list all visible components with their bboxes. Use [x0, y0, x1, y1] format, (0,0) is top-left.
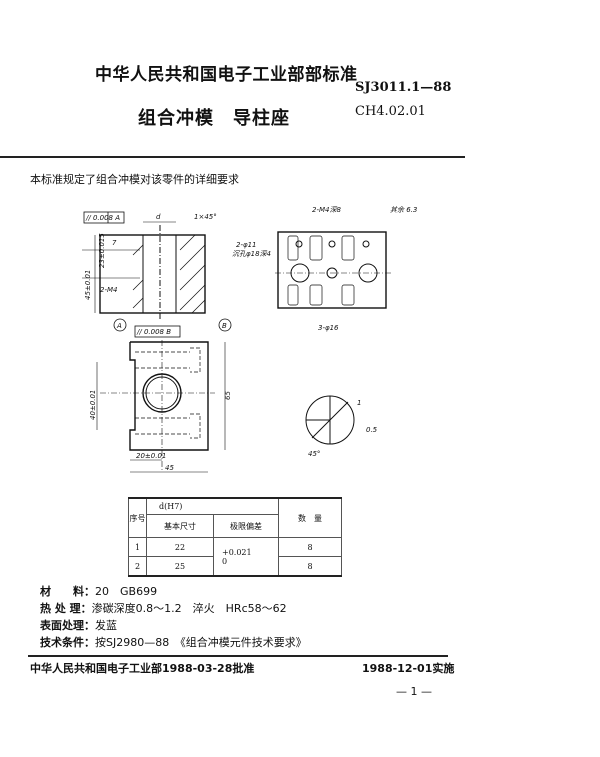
spec-value: 发蓝	[95, 619, 117, 632]
tolerance-upper: +0.021	[222, 547, 252, 557]
standard-code: SJ3011.1—88	[355, 80, 452, 95]
holes3-label: 3-φ16	[318, 324, 339, 332]
spec-heat-treatment: 热 处 理：渗碳深度0.8～1.2 淬火 HRc58～62	[40, 600, 287, 616]
datum-b: B	[222, 322, 227, 330]
issuing-organization: 中华人民共和国电子工业部部标准	[95, 65, 358, 85]
intro-text: 本标准规定了组合冲模对该零件的详细要求	[30, 173, 239, 186]
flatness-a-label: // 0.008 A	[85, 214, 120, 222]
header-tolerance: 极限偏差	[213, 514, 279, 538]
datum-a: A	[116, 322, 122, 330]
spec-label: 材 料：	[40, 585, 95, 598]
spec-label: 表面处理：	[40, 619, 95, 632]
top-view	[275, 231, 392, 309]
row-basic: 22	[146, 537, 214, 557]
dim-65: 65	[224, 391, 232, 400]
header-d: d(H7)	[146, 497, 279, 515]
header-basic: 基本尺寸	[146, 514, 214, 538]
dim-05: 0.5	[366, 426, 378, 434]
front-view	[96, 340, 226, 473]
spec-value: 渗碳深度0.8～1.2 淬火 HRc58～62	[91, 602, 287, 615]
part-code: CH4.02.01	[355, 104, 426, 119]
flatness-b-label: // 0.008 B	[136, 328, 171, 336]
holes2-label: 2-φ11	[236, 241, 257, 249]
row-qty: 8	[278, 537, 342, 557]
angle-label: 45°	[308, 450, 320, 458]
row-qty: 8	[278, 556, 342, 577]
holes2-note: 沉孔φ18深4	[232, 250, 271, 258]
row-basic: 25	[146, 556, 214, 577]
spec-value: 按SJ2980—88 《组合冲模元件技术要求》	[95, 636, 307, 649]
dim-1: 1	[357, 399, 361, 407]
spec-label: 技术条件：	[40, 636, 95, 649]
row-seq: 2	[128, 556, 147, 577]
dim-45: 45±0.01	[84, 270, 92, 300]
spec-label: 热 处 理：	[40, 602, 92, 615]
header-seq: 序号	[128, 497, 147, 538]
spec-value: 20 GB699	[95, 585, 158, 598]
row-seq: 1	[128, 537, 147, 557]
spec-material: 材 料：20 GB699	[40, 583, 157, 599]
effective-date: 1988-12-01实施	[362, 662, 455, 675]
tap2-label: 2-M4深8	[312, 206, 341, 214]
document-title: 组合冲模 导柱座	[138, 108, 290, 129]
diameter-d-label: d	[156, 213, 161, 221]
footer-rule	[28, 655, 448, 657]
dim-23: 23±0.015	[98, 233, 106, 268]
tap-label: 2-M4	[100, 286, 117, 294]
dim-20: 20±0.01	[136, 452, 166, 460]
header-qty: 数 量	[278, 497, 342, 538]
dim-40: 40±0.01	[89, 390, 97, 420]
spec-technical: 技术条件：按SJ2980—88 《组合冲模元件技术要求》	[40, 634, 307, 650]
chamfer-label: 1×45°	[194, 213, 217, 221]
roughness-note: 其余 6.3	[390, 206, 417, 214]
tolerance-lower: 0	[222, 556, 228, 566]
header-rule	[0, 156, 465, 158]
section-view	[82, 211, 206, 320]
page-number: — 1 —	[396, 685, 432, 698]
approval-text: 中华人民共和国电子工业部1988-03-28批准	[30, 662, 255, 675]
spec-surface: 表面处理：发蓝	[40, 617, 117, 633]
technical-drawing: // 0.008 A d 1×45° 7 23±0.015 45±0.01 2-…	[82, 206, 417, 473]
dim-7: 7	[112, 239, 117, 247]
table-row: 2 25 8	[128, 556, 342, 577]
dim-45b: 45	[165, 464, 174, 472]
